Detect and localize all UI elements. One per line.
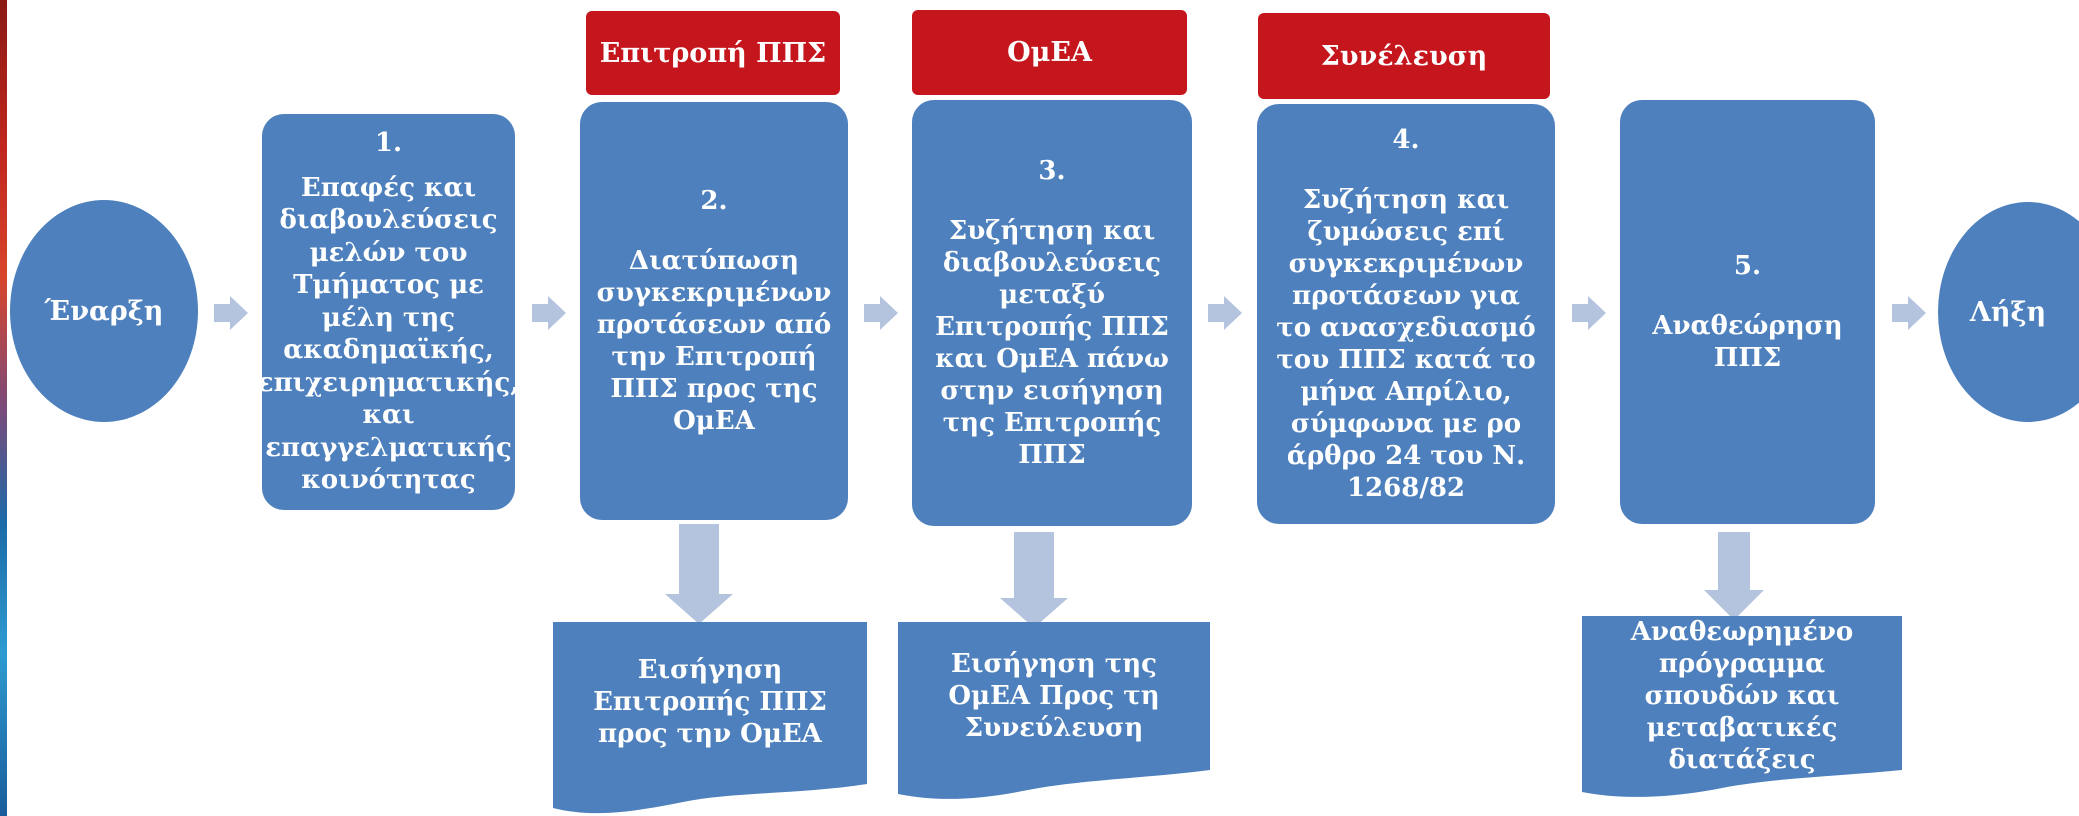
- step-5-number: 5.: [1733, 251, 1762, 281]
- header-committee: Επιτροπή ΠΠΣ: [586, 11, 840, 95]
- output-document-2-text: Εισήγηση της ΟμΕΑ Προς τη Συνεύλευση: [948, 649, 1160, 743]
- right-arrow-icon: [532, 296, 566, 330]
- output-document-3: Αναθεωρημένο πρόγραμμα σπουδών και μεταβ…: [1582, 616, 1902, 812]
- step-4-number: 4.: [1392, 125, 1420, 155]
- step-3-text: Συζήτηση και διαβουλεύσεις μεταξύ Επιτρο…: [935, 216, 1169, 470]
- decorative-edge-strip: [0, 0, 7, 816]
- start-label: Έναρξη: [44, 295, 164, 327]
- end-node: Λήξη: [1938, 202, 2079, 422]
- right-arrow-icon: [1892, 296, 1926, 330]
- output-document-1: Εισήγηση Επιτροπής ΠΠΣ προς την ΟμΕΑ: [553, 622, 867, 816]
- header-assembly-label: Συνέλευση: [1320, 40, 1488, 72]
- step-2-text: Διατύπωση συγκεκριμένων προτάσεων από τη…: [596, 246, 832, 436]
- header-assembly: Συνέλευση: [1258, 13, 1550, 99]
- down-arrow-icon: [665, 524, 733, 624]
- header-committee-label: Επιτροπή ΠΠΣ: [599, 37, 827, 69]
- output-document-2: Εισήγηση της ΟμΕΑ Προς τη Συνεύλευση: [898, 622, 1210, 812]
- right-arrow-icon: [1572, 296, 1606, 330]
- step-2-number: 2.: [700, 186, 728, 216]
- right-arrow-icon: [1208, 296, 1242, 330]
- step-4-text: Συζήτηση και ζυμώσεις επί συγκεκριμένων …: [1276, 185, 1536, 503]
- step-1-number: 1.: [374, 128, 403, 159]
- document-shape: [898, 622, 1210, 799]
- down-arrow-icon: [1704, 532, 1764, 620]
- document-shape: [1582, 616, 1902, 797]
- step-2-box: 2. Διατύπωση συγκεκριμένων προτάσεων από…: [580, 102, 848, 520]
- start-node: Έναρξη: [10, 200, 198, 422]
- document-shape: [553, 622, 867, 814]
- header-omea-label: ΟμΕΑ: [1007, 37, 1092, 68]
- step-5-text: Αναθεώρηση ΠΠΣ: [1652, 311, 1843, 373]
- down-arrow-icon: [1000, 532, 1068, 628]
- step-3-number: 3.: [1038, 156, 1066, 186]
- header-omea: ΟμΕΑ: [912, 10, 1187, 95]
- right-arrow-icon: [214, 296, 248, 330]
- end-label: Λήξη: [1969, 296, 2047, 328]
- output-document-3-text: Αναθεωρημένο πρόγραμμα σπουδών και μεταβ…: [1630, 617, 1854, 775]
- output-document-1-text: Εισήγηση Επιτροπής ΠΠΣ προς την ΟμΕΑ: [593, 655, 827, 749]
- step-1-box: 1. Επαφές και διαβουλεύσεις μελών του Τμ…: [258, 114, 519, 510]
- step-5-box: 5. Αναθεώρηση ΠΠΣ: [1620, 100, 1875, 524]
- right-arrow-icon: [864, 296, 898, 330]
- step-4-box: 4. Συζήτηση και ζυμώσεις επί συγκεκριμέν…: [1257, 104, 1555, 524]
- step-3-box: 3. Συζήτηση και διαβουλεύσεις μεταξύ Επι…: [912, 100, 1192, 526]
- step-1-text: Επαφές και διαβουλεύσεις μελών του Τμήμα…: [257, 172, 520, 496]
